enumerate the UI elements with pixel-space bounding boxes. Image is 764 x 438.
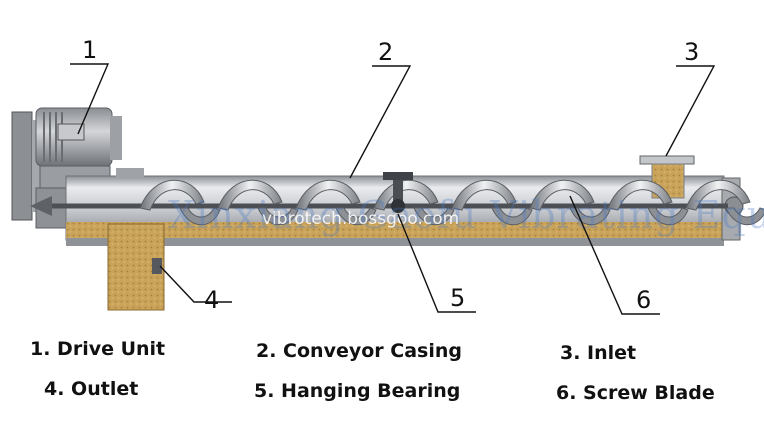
legend-drive-unit: 1. Drive Unit	[30, 338, 166, 360]
legend-hanging-bearing: 5. Hanging Bearing	[254, 380, 461, 402]
screw-flight	[217, 179, 283, 211]
watermark: Xinxiang Gaofu Vibrating Equipment	[168, 193, 764, 237]
screw-flight-lower	[647, 207, 689, 226]
url-watermark: vibrotech.bossgoo.com	[262, 209, 459, 229]
screw-flight-lower	[413, 207, 455, 226]
outlet	[107, 223, 165, 311]
screw-flight	[685, 179, 751, 211]
callout-number-2: 2	[378, 38, 393, 66]
leader-line-1	[70, 63, 110, 135]
screw-flight	[529, 179, 595, 211]
leader-line-3	[665, 65, 716, 157]
legend-conveyor-casing: 2. Conveyor Casing	[256, 340, 462, 362]
screw-flight-lower	[179, 207, 221, 226]
hanging-bearing	[383, 172, 413, 213]
legend-inlet: 3. Inlet	[560, 342, 637, 364]
screw-flight-lower	[491, 207, 533, 226]
screw-flight-lower	[257, 207, 299, 226]
legend-screw-blade: 6. Screw Blade	[556, 382, 715, 404]
callout-number-4: 4	[204, 286, 219, 314]
screw-flight	[139, 179, 205, 211]
screw-flight	[607, 179, 673, 211]
callout-number-1: 1	[82, 36, 97, 64]
leader-line-5	[397, 213, 476, 313]
screw-flight	[451, 179, 517, 211]
leader-line-6	[569, 195, 660, 315]
leader-line-4	[159, 265, 232, 303]
callout-number-3: 3	[684, 38, 699, 66]
callout-number-6: 6	[636, 286, 651, 314]
legend-outlet: 4. Outlet	[44, 378, 139, 400]
callout-number-5: 5	[450, 284, 465, 312]
screw-flight-lower	[335, 207, 377, 226]
screw-flight-lower	[725, 207, 764, 226]
screw-flight	[295, 179, 361, 211]
screw-blade	[52, 179, 764, 226]
leader-line-2	[349, 65, 412, 179]
leader-lines	[70, 63, 716, 315]
